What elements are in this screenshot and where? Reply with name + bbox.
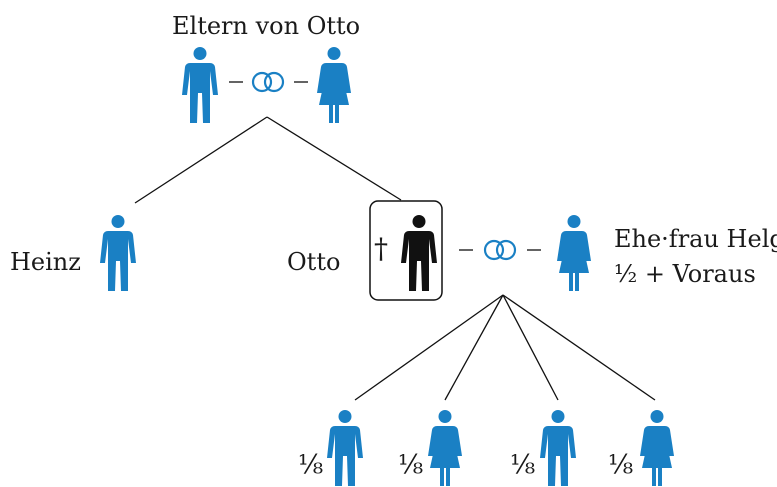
child-2-share: ⅛ (398, 450, 424, 480)
wife-share-label: ½ + Voraus (614, 260, 756, 288)
child-4-share: ⅛ (608, 450, 634, 480)
line-child-3 (502, 294, 559, 401)
deceased-cross-icon: † (374, 232, 388, 265)
child-4-woman-icon (640, 410, 674, 486)
father-icon (182, 47, 218, 123)
child-1-man-icon (327, 410, 363, 486)
wife-name-label: Ehe·frau Helga (614, 225, 777, 253)
line-parents-heinz (134, 116, 268, 204)
line-parents-otto (266, 116, 402, 201)
child-3-share: ⅛ (510, 450, 536, 480)
heinz-label: Heinz (10, 248, 81, 276)
parents-label: Eltern von Otto (172, 12, 361, 40)
line-child-4 (502, 294, 656, 401)
child-2-woman-icon (428, 410, 462, 486)
line-child-2 (444, 294, 504, 401)
otto-helga-wedding-rings-icon (483, 239, 517, 261)
otto-man-icon (401, 215, 437, 291)
mother-icon (317, 47, 351, 123)
otto-label: Otto (287, 248, 341, 276)
parents-wedding-rings-icon (251, 71, 285, 93)
otto-deceased-box (369, 200, 443, 301)
line-child-1 (354, 294, 504, 401)
helga-woman-icon (557, 215, 591, 291)
relationship-lines (134, 116, 656, 401)
child-3-man-icon (540, 410, 576, 486)
child-1-share: ⅛ (298, 450, 324, 480)
heinz-man-icon (100, 215, 136, 291)
